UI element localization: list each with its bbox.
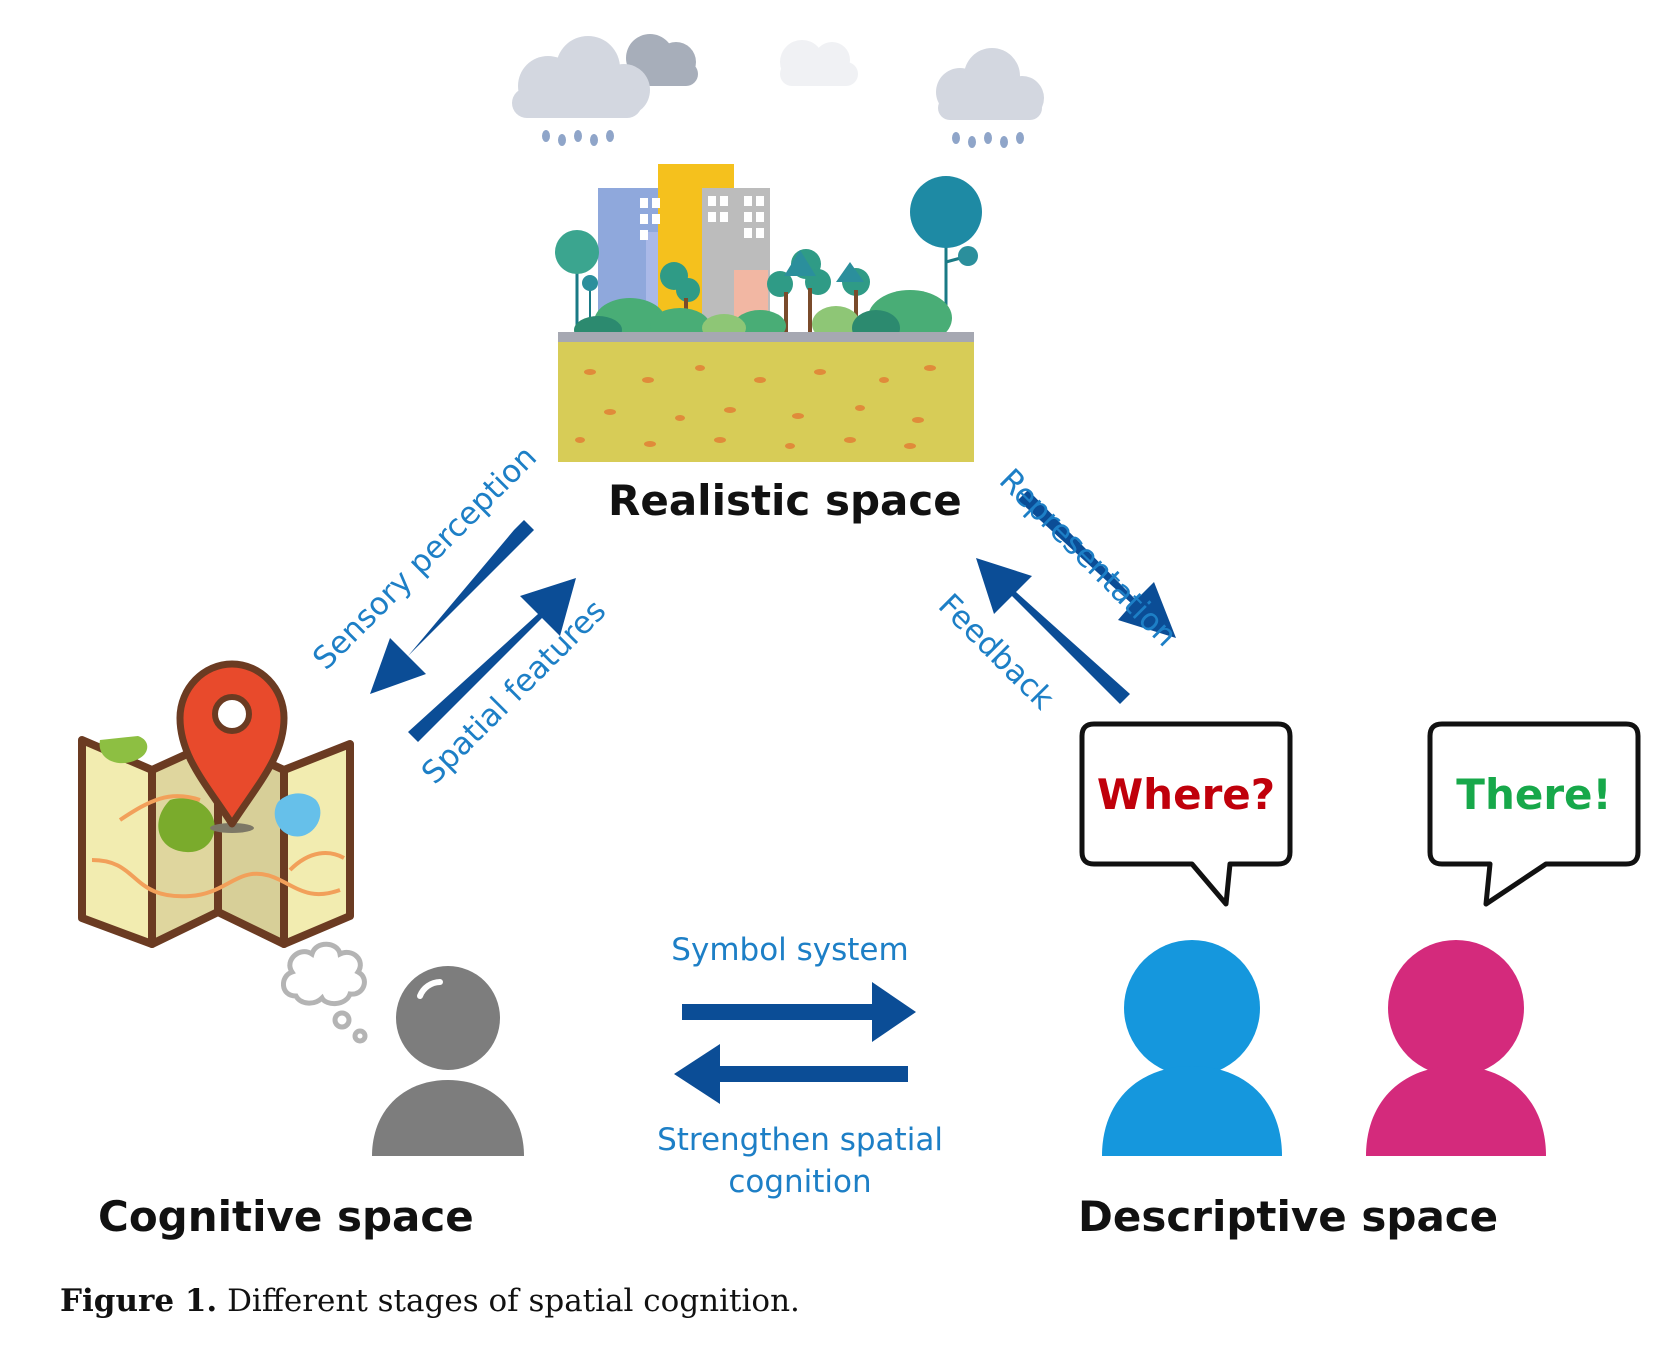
symbol-system-label: Symbol system: [671, 932, 909, 968]
feedback-arrow: [976, 558, 1130, 704]
spatial-features-arrow: [408, 578, 576, 742]
figure-caption-text: Different stages of spatial cognition.: [217, 1283, 800, 1319]
cognitive-space-label: Cognitive space: [98, 1192, 474, 1241]
sensory-perception-arrow: [370, 520, 534, 694]
speech-bubble-icon: [1079, 721, 1293, 907]
strengthen-arrow: [674, 1044, 908, 1104]
thought-bubble-icon: [281, 941, 368, 1044]
where-bubble-text: Where?: [1096, 770, 1276, 819]
cloud-icon: [780, 40, 858, 86]
person-icon: [372, 966, 524, 1156]
descriptive-space-label: Descriptive space: [1078, 1192, 1499, 1241]
person-icon: [1102, 940, 1282, 1156]
symbol-system-arrow: [682, 982, 916, 1042]
representation-arrow: [1018, 490, 1176, 638]
strengthen-label-line1: Strengthen spatial: [657, 1122, 943, 1158]
there-bubble-text: There!: [1456, 770, 1612, 819]
figure-caption: Figure 1. Different stages of spatial co…: [60, 1283, 800, 1319]
cloud-icon: [936, 48, 1044, 148]
arrows: [370, 490, 1176, 1104]
cloud-icon: [512, 34, 698, 146]
figure-caption-label: Figure 1.: [60, 1283, 218, 1319]
person-icon: [1366, 940, 1546, 1156]
speech-bubble-icon: [1427, 721, 1641, 907]
realistic-space-label: Realistic space: [608, 476, 962, 525]
city-icon: [555, 164, 982, 462]
strengthen-label-line2: cognition: [728, 1164, 872, 1200]
map-pin-icon: [176, 660, 288, 833]
